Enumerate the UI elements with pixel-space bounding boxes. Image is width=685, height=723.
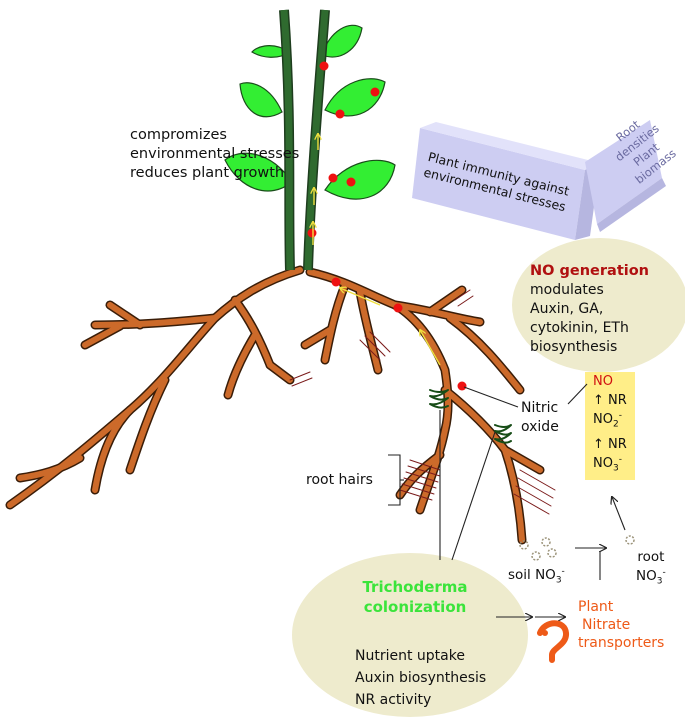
soil-nitrate-charge: - xyxy=(561,566,565,577)
transporters-line3: transporters xyxy=(578,635,665,651)
trichoderma-ellipse xyxy=(292,553,528,717)
trichoderma-effects: Nutrient uptake Auxin biosynthesis NR ac… xyxy=(355,645,486,711)
pathway-no2-sub: 2 xyxy=(612,419,619,430)
pathway-arrow-2: ↑ xyxy=(593,436,604,452)
pathway-no2-charge: - xyxy=(618,410,622,421)
root-hairs-label: root hairs xyxy=(306,472,373,488)
pathway-nr-1: NR xyxy=(608,393,627,408)
trichoderma-effect-2: Auxin biosynthesis xyxy=(355,670,487,686)
no-generation-text: NO generation modulates Auxin, GA, cytok… xyxy=(530,262,680,357)
no-generation-line1: modulates xyxy=(530,282,604,298)
stress-note-line1: compromizes xyxy=(130,127,227,143)
pathway-arrow-1: ↑ xyxy=(593,393,604,408)
stress-note-line3: reduces plant growth xyxy=(130,165,285,181)
pathway-no3-charge: - xyxy=(618,454,622,465)
stress-note-line2: environmental stresses xyxy=(130,146,300,162)
nitric-oxide-line1: Nitric xyxy=(521,400,559,416)
nitrate-particles xyxy=(519,535,635,561)
nitrate-transporters-label: Plant Nitrate transporters xyxy=(578,598,664,652)
root-nitrate-line2: NO xyxy=(636,568,657,584)
no-generation-line3: cytokinin, ETh xyxy=(530,320,629,336)
plant-shoot xyxy=(224,9,467,391)
root-nitrate-line1: root xyxy=(637,549,665,565)
trichoderma-title: Trichoderma colonization xyxy=(335,577,495,617)
no-generation-line4: biosynthesis xyxy=(530,339,618,355)
nitric-oxide-label: Nitric oxide xyxy=(521,399,591,437)
soil-nitrate-text: soil NO xyxy=(508,567,556,583)
no-generation-line2: Auxin, GA, xyxy=(530,301,604,317)
nitrate-transporter-icon xyxy=(537,620,569,663)
nitrate-pathway-highlight xyxy=(585,372,635,480)
transporters-line2: Nitrate xyxy=(582,617,631,633)
root-nitrate-sub: 3 xyxy=(656,576,663,587)
nitric-oxide-line2: oxide xyxy=(521,419,559,435)
benefit-box-root xyxy=(585,120,666,232)
root-nitrate-charge: - xyxy=(662,567,666,578)
transporters-line1: Plant xyxy=(578,599,614,615)
pathway-no2: NO xyxy=(593,412,613,427)
pathway-no: NO xyxy=(593,374,613,389)
trichoderma-line1: Trichoderma xyxy=(362,578,468,596)
soil-nitrate-label: soil NO3- xyxy=(508,567,565,586)
nitrate-reduction-pathway: NO ↑ NR NO2- ↑ NR NO3- xyxy=(587,372,637,478)
connector-lines xyxy=(388,383,626,617)
pathway-no3-sub: 3 xyxy=(612,463,619,474)
no-generation-ellipse xyxy=(512,238,685,372)
trichoderma-effect-1: Nutrient uptake xyxy=(355,648,465,664)
root-system xyxy=(5,265,556,545)
stress-note: compromizes environmental stresses reduc… xyxy=(130,126,299,183)
pathway-nr-2: NR xyxy=(608,436,627,452)
soil-nitrate-sub: 3 xyxy=(555,575,562,586)
trichoderma-line2: colonization xyxy=(363,598,467,616)
trichoderma-effect-3: NR activity xyxy=(355,692,432,708)
pathway-no3: NO xyxy=(593,455,613,471)
no-generation-heading: NO generation xyxy=(530,263,650,279)
root-nitrate-label: root NO3- xyxy=(636,548,666,592)
